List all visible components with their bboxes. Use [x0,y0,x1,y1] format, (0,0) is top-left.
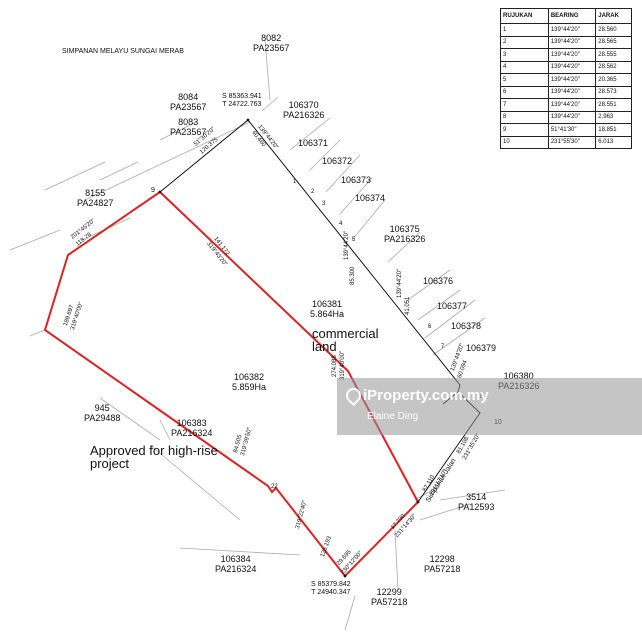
lot-106372: 106372 [322,156,353,166]
lot-106378: 106378 [451,321,482,331]
peg-1: 1 [293,179,297,185]
table-cell: 139°44'20" [547,23,597,37]
table-cell: 139°44'20" [547,35,597,49]
lot-106379: 106379 [466,343,497,353]
table-cell: 139°44'20" [547,110,597,124]
lot-106374: 106374 [355,193,386,203]
lot-106377: 106377 [437,301,468,311]
table-cell: 139°44'20" [547,48,597,62]
lot-106371: 106371 [298,138,329,148]
table-cell: 10 [500,135,549,149]
watermark-agent: Elaine Ding [367,411,419,422]
table-cell: 3 [500,48,549,62]
peg-3: 3 [322,201,326,207]
table-cell: 20.365 [595,73,632,87]
peg-5: 5 [352,237,356,243]
table-cell: 139°44'20" [547,85,597,99]
table-cell: 28.573 [595,85,632,99]
table-cell: 6 [500,85,549,99]
table-cell: 139°44'20" [547,73,597,87]
table-cell: 1 [500,23,549,37]
distance-annot: 85.300 [350,266,356,285]
table-cell: 28.551 [595,98,632,112]
table-header: BEARING [547,8,597,24]
peg-7: 7 [441,344,445,350]
marker-9: 9 [151,187,155,194]
bearing-annot: 139°44'20" [344,230,350,260]
table-cell: 51°41'30" [547,123,597,137]
table-cell: 28.555 [595,48,632,62]
table-cell: 8 [500,110,549,124]
table-cell: 18.851 [595,123,632,137]
table-cell: 6.013 [595,135,632,149]
lot-106376: 106376 [423,276,454,286]
bearing-annot: 139°44'20" [397,268,403,298]
watermark-overlay: iProperty.com.my Elaine Ding [337,378,642,435]
table-cell: 5 [500,73,549,87]
table-cell: 28.565 [595,35,632,49]
road-label-top: SIMPANAN MELAYU SUNGAI MERAB [62,48,184,55]
distance-annot: 41.051 [405,296,411,315]
distance-annot: 274.088 [332,355,338,377]
table-cell: 139°44'20" [547,98,597,112]
location-pin-icon [342,384,365,407]
peg-6: 6 [428,324,432,330]
table-cell: 9 [500,123,549,137]
distance-annot: 22 [271,484,278,490]
table-cell: 2 [500,35,549,49]
bearing-annot: 319°40'00" [340,350,346,380]
table-header: RUJUKAN [500,8,549,24]
table-cell: 139°44'20" [547,60,597,74]
table-cell: 7 [500,98,549,112]
table-cell: 28.562 [595,60,632,74]
table-cell: 28.560 [595,23,632,37]
peg-4: 4 [339,221,343,227]
table-cell: 2.963 [595,110,632,124]
lot-106373: 106373 [341,175,372,185]
table-cell: 4 [500,60,549,74]
watermark-brand: iProperty.com.my [363,387,489,404]
table-header: JARAK [595,8,632,24]
peg-2: 2 [311,189,315,195]
table-cell: 231°55'30" [547,135,597,149]
